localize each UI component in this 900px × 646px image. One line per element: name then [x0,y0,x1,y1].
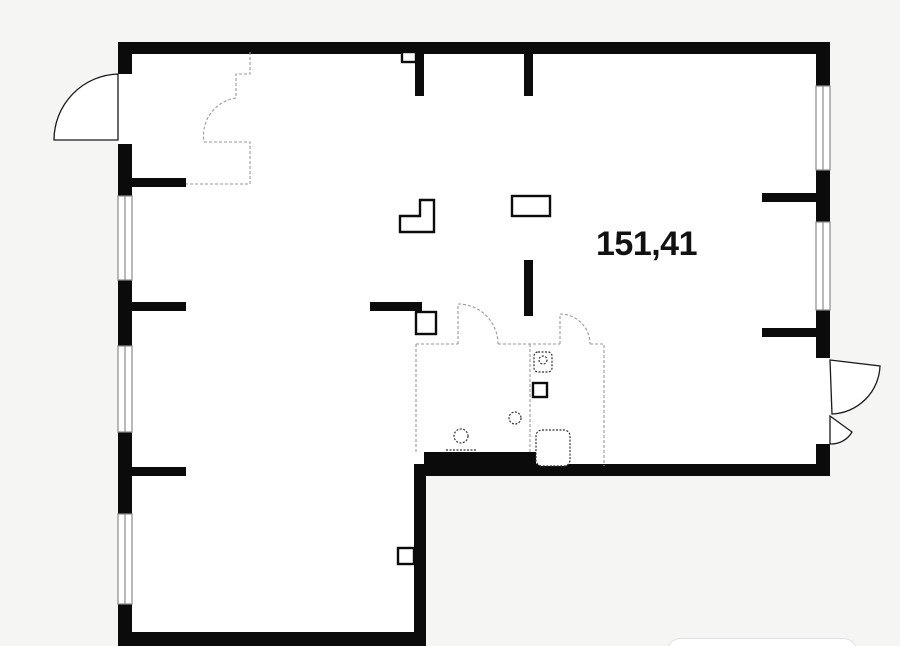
dashed-storage-area [186,52,251,185]
floor-area [130,52,820,635]
bottom-panel-edge [666,638,858,646]
column-rect [510,194,552,218]
column-square [414,310,438,336]
column-small [531,381,549,399]
entry-door-left [53,73,132,144]
interior-partitions [132,52,818,476]
right-windows [815,85,831,311]
shower-tray [535,429,571,467]
entry-door-right [816,358,881,445]
wall-niche-bottom [396,546,416,566]
left-windows [117,195,133,605]
wall-niche-top [400,50,418,64]
area-label: 151,41 [596,225,698,263]
dashed-bathroom-area [415,303,605,466]
column-l-shaped [398,198,436,234]
sink-fixture [446,411,522,451]
toilet-fixture [533,351,553,373]
